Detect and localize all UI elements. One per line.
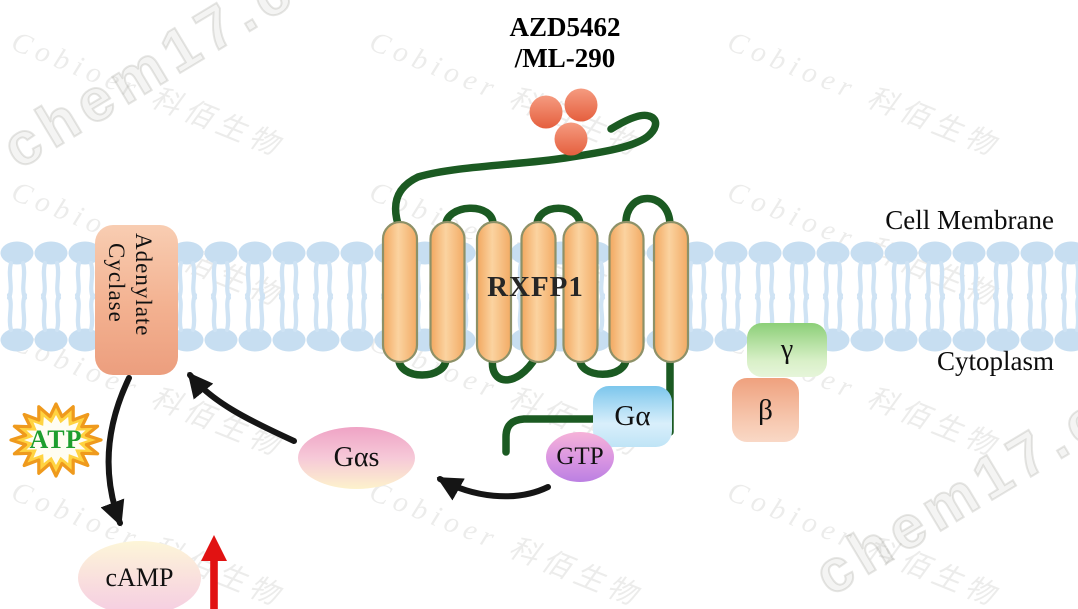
helix-2: [429, 220, 466, 364]
extracellular-loop: [442, 204, 497, 231]
helix-1: [381, 220, 419, 364]
intracellular-loop: [576, 353, 630, 378]
lipid: [1020, 292, 1054, 352]
ligand-molecule: [554, 122, 588, 156]
lipid: [918, 241, 952, 301]
ligand-title-line2: /ML-290: [514, 43, 616, 73]
helix-6: [608, 220, 645, 364]
lipid: [714, 292, 748, 352]
ligand-molecule: [529, 95, 563, 129]
adenylate-cyclase-label-line2: Cyclase: [104, 243, 129, 323]
lipid: [816, 241, 850, 301]
lipid: [952, 241, 986, 301]
g-alpha-s-subunit: Gαs: [298, 427, 415, 489]
lipid: [34, 241, 68, 301]
lipid: [0, 292, 34, 352]
lipid: [850, 292, 884, 352]
adenylate-cyclase: [95, 225, 178, 375]
cytoplasm-label: Cytoplasm: [936, 346, 1054, 376]
receptor-label: RXFP1: [487, 271, 584, 303]
lipid: [340, 292, 374, 352]
helix-5: [562, 220, 599, 364]
lipid: [850, 241, 884, 301]
intracellular-loop: [395, 353, 450, 379]
lipid: [68, 292, 102, 352]
lipid: [272, 241, 306, 301]
helix-3: [475, 220, 513, 364]
lipid: [884, 241, 918, 301]
atp-label: ATP: [29, 425, 83, 454]
lipid: [238, 241, 272, 301]
lipid: [952, 292, 986, 352]
lipid: [170, 292, 204, 352]
adenylate-cyclase-label-line1: Adenylate: [131, 233, 156, 337]
lipid: [0, 241, 34, 301]
lipid: [918, 292, 952, 352]
lipid: [204, 292, 238, 352]
lipid: [748, 241, 782, 301]
ligand-title: AZD5462 /ML-290: [450, 12, 680, 74]
arrow-gas-to-cyclase: [187, 372, 297, 444]
ligand-title-line1: AZD5462: [509, 12, 621, 42]
extracellular-loop: [533, 204, 584, 231]
transmembrane-helices: [381, 220, 690, 364]
intracellular-loop: [488, 353, 540, 384]
camp-molecule: cAMP: [78, 541, 201, 609]
gamma-subunit: γ: [747, 323, 827, 377]
ligand-molecules: [529, 88, 598, 156]
extracellular-loop: [622, 194, 674, 231]
lipid: [238, 292, 272, 352]
helix-4: [520, 220, 557, 364]
lipid: [272, 292, 306, 352]
lipid: [306, 241, 340, 301]
lipid: [306, 292, 340, 352]
lipid: [714, 241, 748, 301]
beta-subunit: β: [732, 378, 799, 442]
atp-starburst: [9, 402, 103, 478]
lipid: [884, 292, 918, 352]
red-arrow-shaft: [210, 557, 218, 609]
camp-increase-arrow: [201, 535, 227, 609]
arrow-gtp-to-gas: [436, 476, 551, 501]
lipid: [782, 241, 816, 301]
starburst-inner: [24, 415, 88, 465]
n-terminal-tail: [391, 111, 660, 234]
gtp-molecule: GTP: [546, 432, 614, 482]
helix-7: [652, 220, 690, 364]
c-terminal-hook: [502, 415, 600, 456]
signal-arrows: [100, 372, 551, 527]
lipid: [1054, 292, 1078, 352]
red-arrowhead: [201, 535, 227, 561]
lipid: [986, 241, 1020, 301]
lipid: [34, 292, 68, 352]
g-alpha-subunit: Gα: [593, 386, 672, 447]
ligand-molecule: [564, 88, 598, 122]
lipid: [986, 292, 1020, 352]
lipid: [340, 241, 374, 301]
arrow-cyclase-to-camp: [100, 375, 132, 527]
cell-membrane-label: Cell Membrane: [885, 205, 1054, 235]
lipid: [1020, 241, 1054, 301]
lipid: [1054, 241, 1078, 301]
lipid: [204, 241, 238, 301]
